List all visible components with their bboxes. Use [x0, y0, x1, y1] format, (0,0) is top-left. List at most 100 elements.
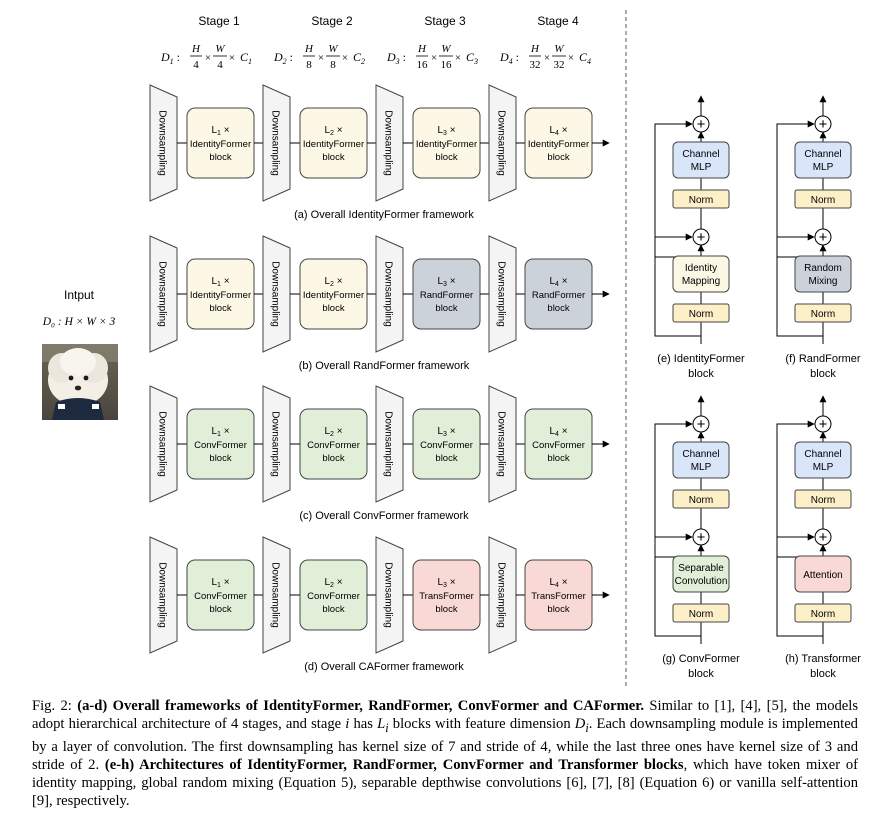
block-count: L4 × — [549, 577, 567, 589]
norm-box-1 — [794, 489, 852, 509]
block-count: L2 × — [324, 426, 342, 438]
channel-mlp-box — [794, 441, 852, 479]
mixer-label-1: Attention — [803, 570, 842, 581]
downsampling-layer — [488, 536, 517, 654]
caption-di-sub: i — [585, 721, 589, 736]
mlp-label-1: Channel — [682, 149, 719, 160]
svg-text:×: × — [568, 52, 574, 64]
block-suffix: block — [435, 303, 457, 314]
figure-caption: Fig. 2: (a-d) Overall frameworks of Iden… — [32, 697, 858, 811]
downsampling-layer — [375, 235, 404, 353]
add-node — [692, 415, 710, 433]
block-count: L3 × — [437, 426, 455, 438]
downsampling-layer — [375, 536, 404, 654]
plus-symbol: + — [697, 416, 706, 433]
svg-text:×: × — [318, 52, 324, 64]
downsampling-layer — [375, 385, 404, 503]
svg-text:D4 :: D4 : — [499, 50, 519, 66]
downsampling-layer — [262, 536, 291, 654]
stage-title-3: Stage 3 — [424, 14, 466, 28]
downsampling-layer — [375, 84, 404, 202]
svg-text:W: W — [328, 43, 338, 55]
block-count: L2 × — [324, 577, 342, 589]
svg-text:4: 4 — [217, 59, 223, 71]
detail-caption-2: block — [810, 668, 836, 680]
block-suffix: block — [209, 453, 231, 464]
caption-part7: , which have token mixer of identity map… — [32, 756, 858, 810]
downsampling-layer — [149, 84, 178, 202]
plus-symbol: + — [819, 116, 828, 133]
downsampling-layer — [262, 84, 291, 202]
mlp-label-1: Channel — [682, 449, 719, 460]
downsampling-label: Downsampling — [382, 110, 393, 176]
channel-mlp-box — [672, 141, 730, 179]
norm-label: Norm — [811, 195, 835, 206]
svg-text:16: 16 — [441, 59, 453, 71]
norm-label: Norm — [811, 309, 835, 320]
framework-caption: (b) Overall RandFormer framework — [299, 360, 470, 372]
downsampling-label: Downsampling — [269, 411, 280, 477]
svg-text:H: H — [191, 43, 201, 55]
downsampling-label: Downsampling — [156, 411, 167, 477]
stage-title-1: Stage 1 — [198, 14, 240, 28]
block-suffix: block — [209, 303, 231, 314]
caption-part4: blocks with feature dimension — [388, 716, 575, 733]
svg-text:H: H — [304, 43, 314, 55]
plus-symbol: + — [819, 229, 828, 246]
norm-box-2 — [794, 603, 852, 623]
caption-di: D — [574, 716, 586, 733]
block-suffix: block — [547, 453, 569, 464]
svg-text:W: W — [554, 43, 564, 55]
svg-text:×: × — [431, 52, 437, 64]
svg-text:C1: C1 — [240, 50, 252, 66]
block-count: L4 × — [549, 276, 567, 288]
input-title: Intput — [64, 288, 95, 302]
norm-box-2 — [794, 303, 852, 323]
norm-box-1 — [672, 189, 730, 209]
block-name: ConvFormer — [307, 440, 360, 451]
framework-caption: (a) Overall IdentityFormer framework — [294, 209, 474, 221]
block-name: ConvFormer — [307, 591, 360, 602]
mlp-label-1: Channel — [804, 149, 841, 160]
downsampling-layer — [488, 385, 517, 503]
downsampling-layer — [262, 235, 291, 353]
caption-i: i — [345, 716, 350, 733]
framework-caption: (d) Overall CAFormer framework — [304, 661, 464, 673]
svg-text:C3: C3 — [466, 50, 478, 66]
mixer-label-1: Random — [804, 263, 842, 274]
caption-li-sub: i — [385, 721, 389, 736]
svg-text:W: W — [215, 43, 225, 55]
downsampling-label: Downsampling — [382, 261, 393, 327]
detail-caption-1: (g) ConvFormer — [662, 653, 740, 665]
svg-text:8: 8 — [330, 59, 336, 71]
add-node — [814, 415, 832, 433]
downsampling-label: Downsampling — [269, 110, 280, 176]
block-suffix: block — [435, 604, 457, 615]
block-count: L2 × — [324, 125, 342, 137]
token-mixer-box — [672, 555, 730, 593]
block-count: L3 × — [437, 577, 455, 589]
block-count: L3 × — [437, 125, 455, 137]
add-node — [692, 115, 710, 133]
svg-text:×: × — [229, 52, 235, 64]
norm-label: Norm — [811, 609, 835, 620]
svg-text:H: H — [530, 43, 540, 55]
block-name: RandFormer — [420, 290, 473, 301]
block-count: L1 × — [211, 276, 229, 288]
norm-box-2 — [672, 303, 730, 323]
downsampling-label: Downsampling — [495, 562, 506, 628]
downsampling-layer — [149, 536, 178, 654]
block-name: TransFormer — [531, 591, 586, 602]
norm-label: Norm — [811, 495, 835, 506]
mixer-label-1: Identity — [685, 263, 717, 274]
block-name: RandFormer — [532, 290, 585, 301]
caption-part3: has — [349, 716, 378, 733]
block-suffix: block — [435, 453, 457, 464]
add-node — [692, 228, 710, 246]
input-dimension: D₀ : H × W × 3 — [42, 316, 116, 328]
svg-text:W: W — [441, 43, 451, 55]
